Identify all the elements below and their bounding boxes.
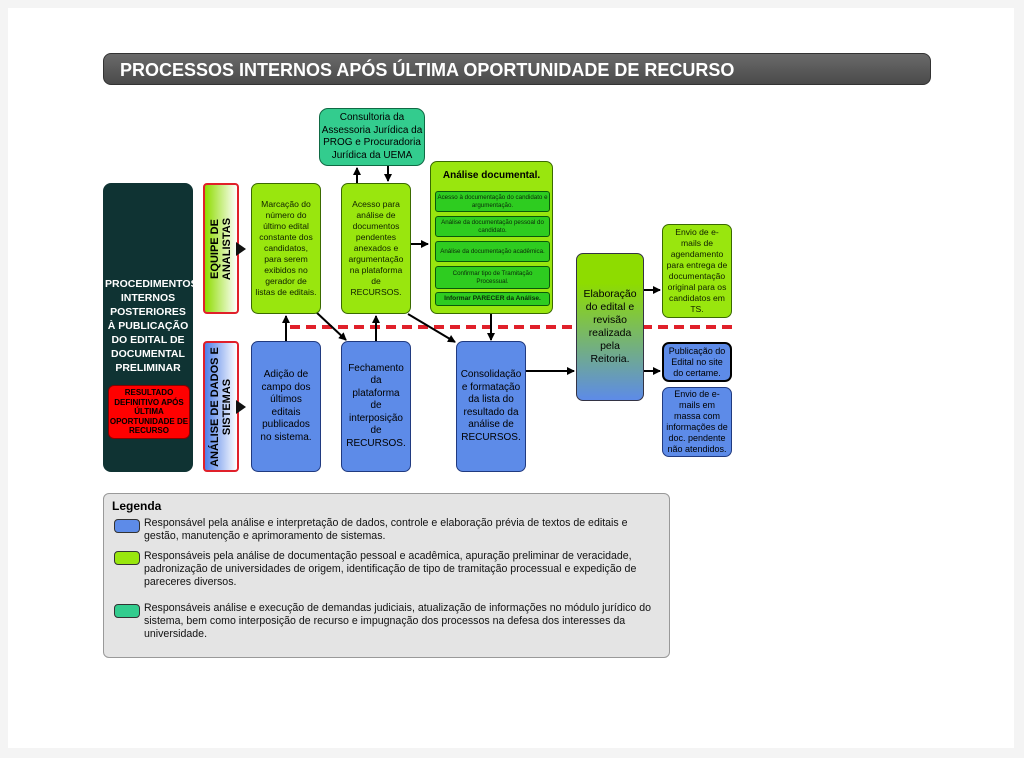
legend-title: Legenda [112, 499, 162, 513]
analise-step: Informar PARECER da Análise. [435, 292, 550, 306]
fechamento-box: Fechamento da plataforma de interposição… [341, 341, 411, 472]
marcacao-text: Marcação do número do último edital cons… [255, 199, 317, 297]
analise-step: Análise da documentação pessoal do candi… [435, 216, 550, 237]
envio-agendamento-box: Envio de e-mails de agendamento para ent… [662, 224, 732, 318]
legend-item-green: Responsáveis pela análise de documentaçã… [144, 550, 637, 588]
consolidacao-text: Consolidação e formatação da lista do re… [460, 369, 522, 443]
consultoria-box: Consultoria da Assessoria Jurídica da PR… [319, 108, 425, 166]
acesso-text: Acesso para análise de documentos penden… [348, 199, 404, 297]
lane-systems-arrow-icon [236, 399, 246, 414]
definitive-result-label: RESULTADO DEFINITIVO APÓS ÚLTIMA OPORTUN… [109, 388, 189, 436]
envio-massa-text: Envio de e-mails em massa com informaçõe… [666, 389, 728, 454]
legend-swatch-teal [114, 604, 140, 618]
analise-step: Análise da documentação acadêmica. [435, 241, 550, 262]
elaboracao-box: Elaboração do edital e revisão realizada… [576, 253, 644, 401]
arrow-acesso-to-consolidacao [407, 313, 456, 343]
procedures-panel-text: PROCEDIMENTOS INTERNOS POSTERIORES À PUB… [105, 278, 198, 374]
legend: Legenda Responsável pela análise e inter… [103, 493, 670, 658]
fechamento-text: Fechamento da plataforma de interposição… [346, 362, 406, 449]
elaboracao-text: Elaboração do edital e revisão realizada… [583, 288, 637, 365]
acesso-box: Acesso para análise de documentos penden… [341, 183, 411, 314]
consultoria-text: Consultoria da Assessoria Jurídica da PR… [321, 112, 423, 161]
analise-documental-box: Análise documental. Acesso à documentaçã… [430, 161, 553, 314]
publicacao-text: Publicação do Edital no site do certame. [668, 345, 726, 378]
analise-documental-title: Análise documental. [442, 170, 541, 181]
page-title: PROCESSOS INTERNOS APÓS ÚLTIMA OPORTUNID… [103, 53, 931, 85]
legend-item-teal: Responsáveis análise e execução de deman… [144, 602, 652, 640]
arrow-marcacao-to-fechamento [315, 311, 347, 341]
adicao-box: Adição de campo dos últimos editais publ… [251, 341, 321, 472]
legend-item-blue: Responsável pela análise e interpretação… [144, 517, 628, 542]
adicao-text: Adição de campo dos últimos editais publ… [260, 369, 312, 443]
lane-systems: ANÁLISE DE DADOS E SISTEMAS [203, 341, 246, 472]
analise-step: Confirmar tipo de Tramitação Processual. [435, 266, 550, 289]
lane-analysts-arrow-icon [236, 241, 246, 256]
envio-massa-box: Envio de e-mails em massa com informaçõe… [662, 387, 732, 457]
legend-swatch-blue [114, 519, 140, 533]
analise-step: Acesso à documentação do candidato e arg… [435, 191, 550, 212]
legend-swatch-green [114, 551, 140, 565]
procedures-panel: PROCEDIMENTOS INTERNOS POSTERIORES À PUB… [103, 183, 198, 472]
publicacao-box: Publicação do Edital no site do certame. [662, 342, 732, 382]
envio-agendamento-text: Envio de e-mails de agendamento para ent… [666, 227, 728, 314]
marcacao-box: Marcação do número do último edital cons… [251, 183, 321, 314]
lane-analysts: EQUIPE DE ANALISTAS [203, 183, 246, 314]
consolidacao-box: Consolidação e formatação da lista do re… [456, 341, 526, 472]
definitive-result-badge: RESULTADO DEFINITIVO APÓS ÚLTIMA OPORTUN… [108, 385, 190, 439]
